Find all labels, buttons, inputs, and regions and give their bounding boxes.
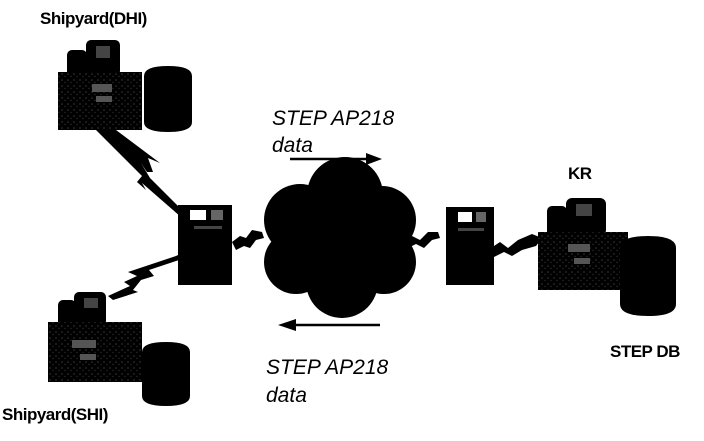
kr-workstation-icon <box>538 198 628 290</box>
link-shi-to-hub-icon <box>108 254 185 300</box>
link-dhi-to-hub-icon <box>88 112 186 217</box>
bottom-flow-label-line1: STEP AP218 <box>266 356 388 379</box>
kr-label: KR <box>568 164 592 183</box>
left-arrow-icon <box>278 319 380 331</box>
top-flow-label-line2: data <box>272 134 313 157</box>
shipyard-dhi-database-icon <box>144 66 192 132</box>
shipyard-shi-label: Shipyard(SHI) <box>2 405 108 424</box>
link-modem-to-kr-icon <box>488 234 542 258</box>
network-cloud-icon <box>264 157 416 318</box>
link-hub-to-cloud-icon <box>232 230 264 250</box>
step-db-label: STEP DB <box>610 342 680 361</box>
shipyard-shi-workstation-icon <box>48 292 142 382</box>
shipyard-shi-database-icon <box>142 342 190 406</box>
bottom-flow-label-line2: data <box>266 384 307 407</box>
shipyard-dhi-label: Shipyard(DHI) <box>40 9 147 28</box>
shipyard-dhi-workstation-icon <box>58 40 142 130</box>
link-cloud-to-modem-icon <box>404 232 440 248</box>
step-db-database-icon <box>620 236 676 316</box>
right-arrow-icon <box>290 153 382 165</box>
hub-modem-icon <box>178 205 232 285</box>
kr-modem-icon <box>446 207 494 285</box>
top-flow-label-line1: STEP AP218 <box>272 107 394 130</box>
